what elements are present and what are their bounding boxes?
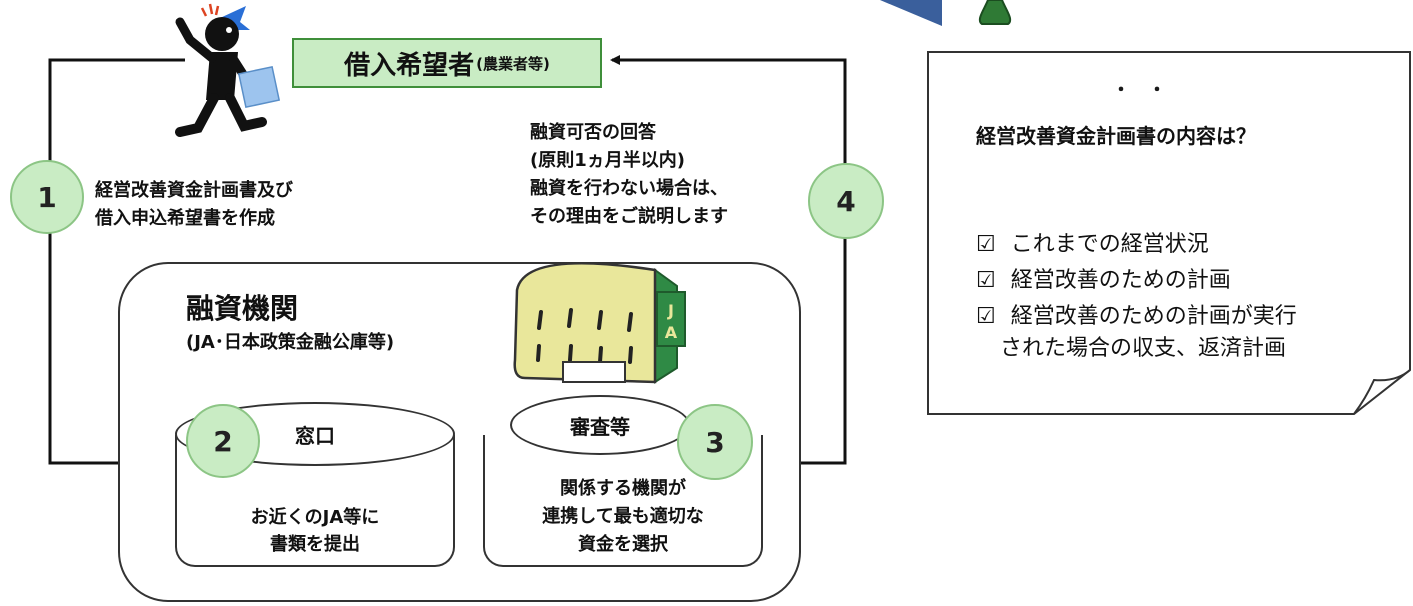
review-label: 審査等 [570, 414, 630, 439]
note-card [927, 51, 1411, 415]
borrower-title: 借入希望者 [344, 50, 475, 81]
step-4-line-3: 融資を行わない場合は、 [530, 178, 728, 199]
note-emphasis-dots: ・・ [1112, 80, 1184, 101]
decorative-top-shapes [880, 0, 1012, 26]
note-item-3-continuation: された場合の収支、返済計画 [1000, 336, 1287, 361]
review-ellipse: 審査等 [510, 395, 690, 455]
step-4-marker: 4 [808, 163, 884, 239]
note-item-1: ☑ これまでの経営状況 [976, 226, 1209, 258]
borrower-subtitle: (農業者等) [476, 54, 550, 73]
note-title: 経営改善資金計画書の内容は？ [976, 124, 1256, 148]
step-1-marker: 1 [10, 160, 84, 234]
sign-letter-j: J [667, 301, 674, 320]
institution-subtitle: (JA･日本政策金融公庫等) [186, 332, 395, 353]
running-farmer-icon [175, 3, 280, 137]
sign-letter-a: A [665, 323, 678, 342]
checkbox-icon: ☑ [976, 232, 996, 257]
step-3-line-1: 関係する機関が [560, 478, 686, 499]
step-2-marker: 2 [186, 404, 260, 478]
bank-building-icon: J A [513, 262, 686, 384]
step-2-line-1: お近くのJA等に [250, 507, 380, 528]
step-1-line-2: 借入申込希望書を作成 [95, 208, 275, 229]
arrow-step4-to-borrower [610, 55, 847, 465]
window-label: 窓口 [295, 423, 335, 448]
step-4-line-2: (原則1ヵ月半以内) [530, 150, 685, 171]
step-3-marker: 3 [677, 404, 753, 480]
checkbox-icon: ☑ [976, 268, 996, 293]
step-2-line-2: 書類を提出 [270, 534, 360, 555]
step-4-line-4: その理由をご説明します [530, 206, 728, 227]
checkbox-icon: ☑ [976, 304, 996, 329]
step-3-line-2: 連携して最も適切な [542, 506, 704, 527]
borrower-label: 借入希望者 (農業者等) [292, 38, 602, 88]
arrow-step1-to-window [48, 58, 185, 468]
note-item-1-text: これまでの経営状況 [1010, 232, 1209, 257]
note-item-2-text: 経営改善のための計画 [1010, 268, 1231, 293]
note-item-2: ☑ 経営改善のための計画 [976, 262, 1231, 294]
institution-title: 融資機関 [186, 292, 299, 325]
step-3-line-3: 資金を選択 [578, 534, 668, 555]
note-item-3-text: 経営改善のための計画が実行 [1010, 304, 1297, 329]
step-1-line-1: 経営改善資金計画書及び [95, 180, 293, 201]
step-4-line-1: 融資可否の回答 [530, 122, 656, 143]
note-item-3: ☑ 経営改善のための計画が実行 [976, 298, 1297, 330]
